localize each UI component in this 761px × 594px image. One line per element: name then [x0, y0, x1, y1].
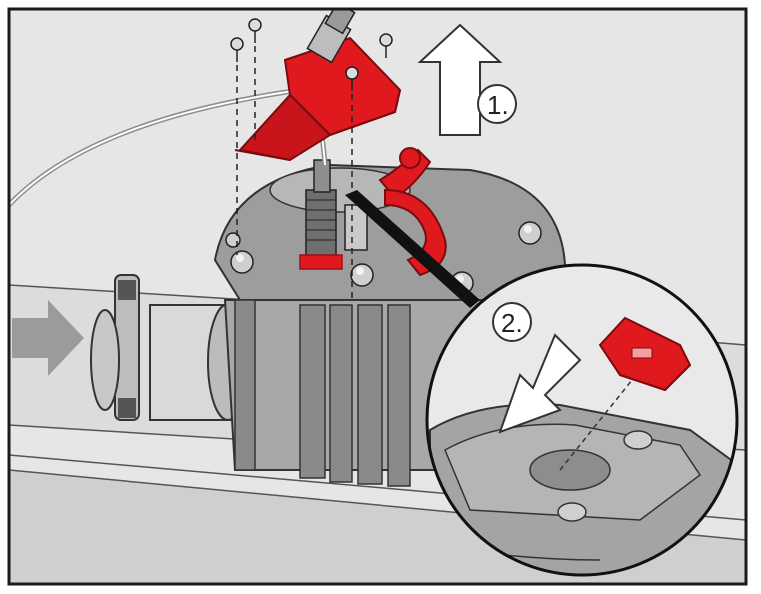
step-2-badge: 2. [492, 302, 532, 342]
step-1-label: 1. [487, 90, 509, 120]
diagram-frame [7, 7, 748, 586]
screw-3 [345, 66, 359, 91]
detail-pointer [345, 190, 480, 308]
screw-1 [230, 37, 244, 62]
insert-arrow-icon [498, 333, 582, 434]
housing-ribs [234, 299, 411, 487]
step-1-badge: 1. [477, 84, 517, 124]
step-2-label: 2. [501, 308, 523, 338]
flow-arrow-icon [12, 300, 84, 376]
mounting-screws [230, 18, 393, 91]
screw-2 [248, 18, 262, 43]
detail-red-sensor [598, 316, 692, 392]
lever-handle [378, 147, 447, 277]
screw-4 [379, 33, 393, 58]
sensor-stem [299, 159, 368, 270]
red-sensor-cover [234, 9, 402, 162]
